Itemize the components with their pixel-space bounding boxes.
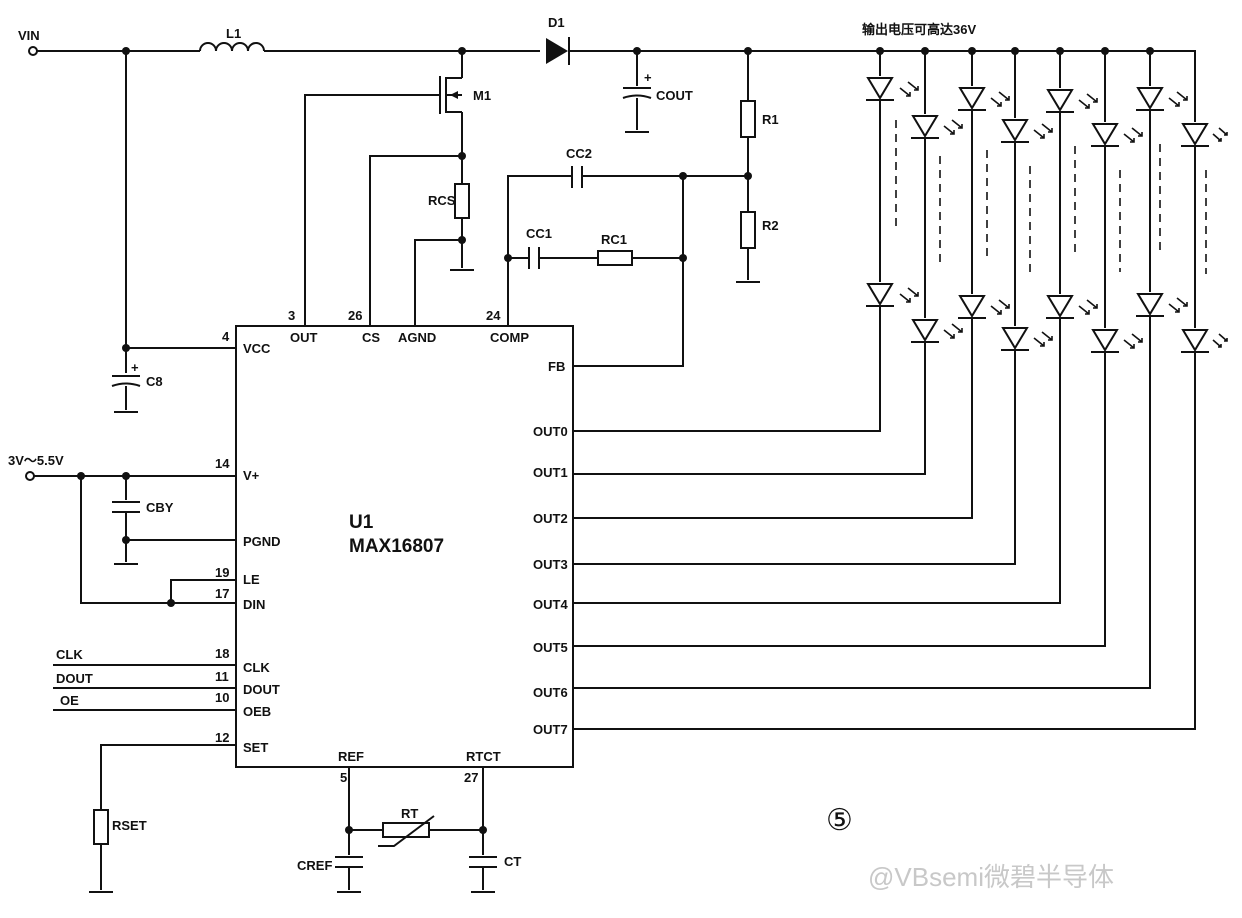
r1-label: R1: [762, 112, 779, 127]
capacitor-cout: [622, 87, 652, 99]
led-string-4: [573, 51, 1098, 604]
dout-net-label: DOUT: [56, 671, 93, 686]
pin-name-cs: CS: [362, 330, 380, 345]
pin-name-out1: OUT1: [533, 465, 568, 480]
pin-name-comp: COMP: [490, 330, 529, 345]
r2-label: R2: [762, 218, 779, 233]
output-voltage-note: 输出电压可高达36V: [862, 22, 976, 37]
led-string-5: [573, 51, 1143, 647]
supply-terminal: [25, 471, 35, 481]
pin-name-clk: CLK: [243, 660, 270, 675]
pin-name-vcc: VCC: [243, 341, 271, 356]
cby-label: CBY: [146, 500, 174, 515]
pin-name-le: LE: [243, 572, 260, 587]
pin-name-dout: DOUT: [243, 682, 280, 697]
pin-num-set: 12: [215, 730, 229, 745]
resistor-rc1: [597, 250, 633, 266]
ct-label: CT: [504, 854, 521, 869]
pin-num-le: 19: [215, 565, 229, 580]
pin-name-vplus: V+: [243, 468, 260, 483]
led-string-2: [573, 51, 1010, 519]
c8-polarity: +: [131, 360, 139, 375]
cref-label: CREF: [297, 858, 332, 873]
pin-name-out4: OUT4: [533, 597, 568, 612]
ic-ref: U1: [349, 512, 374, 533]
c8-label: C8: [146, 374, 163, 389]
pin-name-out6: OUT6: [533, 685, 568, 700]
resistor-r2: [740, 211, 756, 249]
resistor-rset: [93, 809, 109, 845]
pin-name-out3: OUT3: [533, 557, 568, 572]
vin-terminal: [28, 46, 38, 56]
resistor-rcs: [454, 183, 470, 219]
m1-label: M1: [473, 88, 491, 103]
resistor-r1: [740, 100, 756, 138]
pin-num-din: 17: [215, 586, 229, 601]
led-string-6: [573, 51, 1188, 689]
ic-part-number: MAX16807: [349, 536, 444, 557]
capacitor-ct: [469, 856, 497, 868]
cc1-label: CC1: [526, 226, 552, 241]
rc1-label: RC1: [601, 232, 627, 247]
watermark: @VBsemi微碧半导体: [868, 862, 1114, 892]
pin-name-out: OUT: [290, 330, 318, 345]
pin-name-rtct: RTCT: [466, 749, 501, 764]
cc2-label: CC2: [566, 146, 592, 161]
led-string-1: [573, 51, 963, 475]
capacitor-cref: [335, 856, 363, 868]
diode-d1: [546, 37, 570, 65]
capacitor-cc2: [571, 166, 583, 188]
led-string-3: [573, 51, 1053, 565]
pin-name-out5: OUT5: [533, 640, 568, 655]
pin-name-set: SET: [243, 740, 268, 755]
rt-label: RT: [401, 806, 418, 821]
capacitor-cc1: [528, 247, 540, 269]
pin-num-clk: 18: [215, 646, 229, 661]
cout-polarity: +: [644, 70, 652, 85]
pin-num-vcc: 4: [222, 329, 230, 344]
supply-label: 3V～5.5V: [8, 453, 64, 468]
led-string-7: [573, 50, 1228, 730]
pin-num-vplus: 14: [215, 456, 230, 471]
inductor-l1: [199, 42, 265, 52]
pin-num-out: 3: [288, 308, 295, 323]
pin-name-agnd: AGND: [398, 330, 436, 345]
figure-number: ⑤: [826, 804, 853, 837]
pin-num-comp: 24: [486, 308, 501, 323]
pin-num-dout: 11: [215, 669, 229, 684]
pin-name-out7: OUT7: [533, 722, 568, 737]
mosfet-m1: [434, 76, 462, 114]
pin-num-rtct: 27: [464, 770, 478, 785]
pin-name-oeb: OEB: [243, 704, 271, 719]
ic-u1-body: [235, 325, 574, 768]
pin-num-ref: 5: [340, 770, 347, 785]
pin-name-out0: OUT0: [533, 424, 568, 439]
clk-net-label: CLK: [56, 647, 83, 662]
d1-label: D1: [548, 15, 565, 30]
pin-name-din: DIN: [243, 597, 265, 612]
pin-num-cs: 26: [348, 308, 362, 323]
pin-name-ref: REF: [338, 749, 364, 764]
led-string-0: [573, 51, 919, 432]
pin-name-out2: OUT2: [533, 511, 568, 526]
capacitor-cby: [112, 501, 140, 513]
oe-net-label: OE: [60, 693, 79, 708]
rcs-label: RCS: [428, 193, 456, 208]
cout-label: COUT: [656, 88, 693, 103]
pin-name-pgnd: PGND: [243, 534, 281, 549]
pin-name-fb: FB: [548, 359, 565, 374]
vin-label: VIN: [18, 28, 40, 43]
l1-label: L1: [226, 26, 241, 41]
rset-label: RSET: [112, 818, 147, 833]
pin-num-oeb: 10: [215, 690, 229, 705]
capacitor-c8: [111, 375, 141, 387]
